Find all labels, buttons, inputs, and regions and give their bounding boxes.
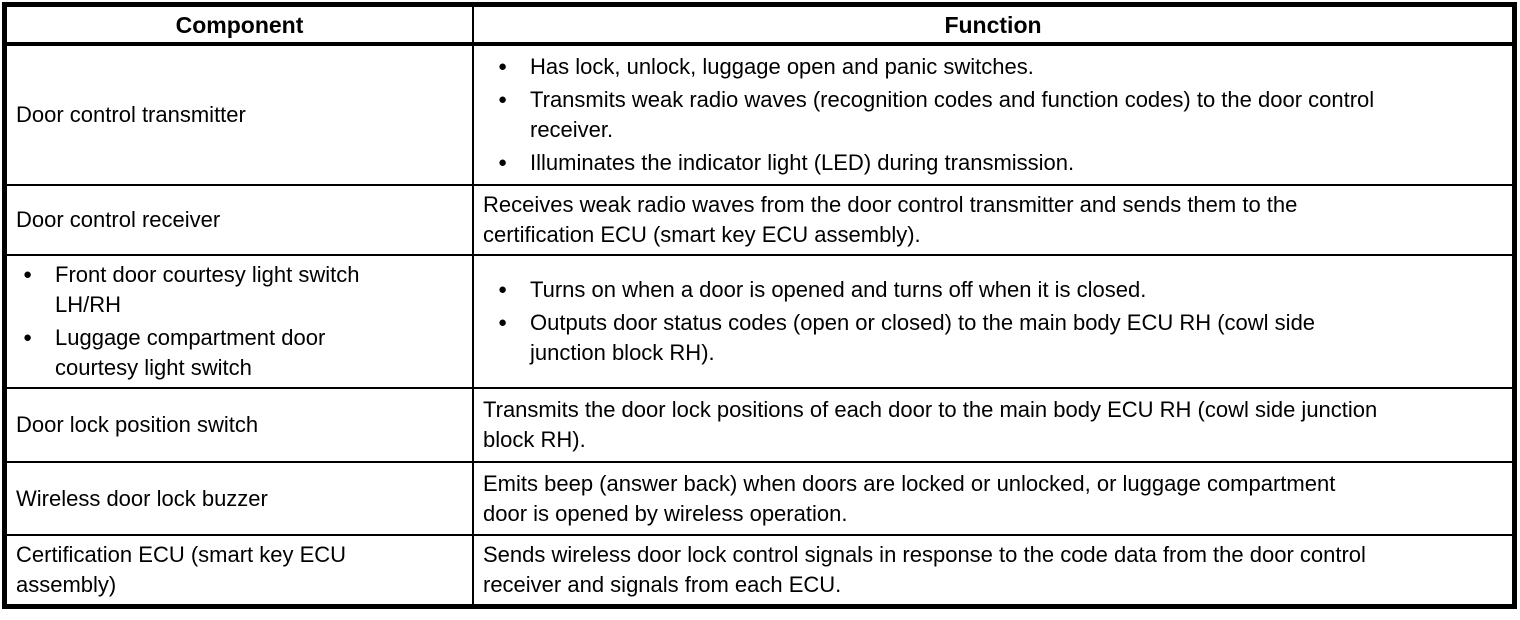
component-cell: Door control transmitter <box>7 46 474 184</box>
component-cell: Certification ECU (smart key ECU assembl… <box>7 536 474 604</box>
component-cell: Door control receiver <box>7 186 474 254</box>
component-bullet-text: Luggage compartment door courtesy light … <box>55 325 326 380</box>
function-bullet-text: Turns on when a door is opened and turns… <box>530 277 1147 302</box>
function-text: Emits beep (answer back) when doors are … <box>483 470 1336 526</box>
bullet-item: ● Outputs door status codes (open or clos… <box>498 308 1512 368</box>
bullet-icon: ● <box>23 329 33 346</box>
bullet-icon: ● <box>498 91 508 108</box>
function-cell: Emits beep (answer back) when doors are … <box>474 463 1512 534</box>
bullet-item: ● Luggage compartment door courtesy light… <box>23 323 472 383</box>
bullet-item: ● Has lock, unlock, luggage open and pani… <box>498 52 1512 82</box>
component-function-table: Component Function Door control transmit… <box>2 2 1517 609</box>
component-column-header: Component <box>7 7 474 42</box>
bullet-list: ● Has lock, unlock, luggage open and pani… <box>474 52 1512 178</box>
bullet-icon: ● <box>498 58 508 75</box>
component-cell: ●Front door courtesy light switch LH/RH●… <box>7 256 474 387</box>
table-body: Door control transmitter ● Has lock, unloc… <box>7 46 1512 604</box>
table-row: ●Front door courtesy light switch LH/RH●… <box>7 256 1512 389</box>
table-row: Door lock position switch Transmits the d… <box>7 389 1512 463</box>
component-cell: Door lock position switch <box>7 389 474 461</box>
component-text: Door lock position switch <box>16 412 259 437</box>
bullet-list: ● Turns on when a door is opened and turn… <box>474 275 1512 368</box>
bullet-item: ● Illuminates the indicator light (LED) d… <box>498 148 1512 178</box>
table-row: Door control transmitter ● Has lock, unloc… <box>7 46 1512 186</box>
component-cell: Wireless door lock buzzer <box>7 463 474 534</box>
function-bullet-text: Transmits weak radio waves (recognition … <box>530 87 1375 142</box>
bullet-icon: ● <box>498 281 508 298</box>
function-bullet-text: Illuminates the indicator light (LED) du… <box>530 150 1075 175</box>
component-text: Certification ECU (smart key ECU assembl… <box>16 542 347 597</box>
function-text: Transmits the door lock positions of eac… <box>483 397 1378 452</box>
component-text: Door control transmitter <box>16 102 246 127</box>
component-bullet-text: Front door courtesy light switch LH/RH <box>55 262 360 317</box>
table-header-row: Component Function <box>7 7 1512 46</box>
function-cell: ● Has lock, unlock, luggage open and pani… <box>474 46 1512 184</box>
bullet-item: ● Front door courtesy light switch LH/RH <box>23 260 472 320</box>
bullet-list: ●Front door courtesy light switch LH/RH●… <box>7 260 472 383</box>
component-text: Door control receiver <box>16 207 221 232</box>
function-text: Receives weak radio waves from the door … <box>483 192 1298 247</box>
function-bullet-text: Has lock, unlock, luggage open and panic… <box>530 54 1034 79</box>
function-text: Sends wireless door lock control signals… <box>483 542 1366 597</box>
bullet-item: ● Turns on when a door is opened and turn… <box>498 275 1512 305</box>
function-cell: Receives weak radio waves from the door … <box>474 186 1512 254</box>
function-column-header: Function <box>944 11 1042 38</box>
function-cell: ● Turns on when a door is opened and turn… <box>474 256 1512 387</box>
function-cell: Sends wireless door lock control signals… <box>474 536 1512 604</box>
function-bullet-text: Outputs door status codes (open or close… <box>530 310 1316 365</box>
table-row: Door control receiver Receives weak radio… <box>7 186 1512 256</box>
function-cell: Transmits the door lock positions of eac… <box>474 389 1512 461</box>
bullet-icon: ● <box>498 314 508 331</box>
table-row: Certification ECU (smart key ECU assembl… <box>7 536 1512 604</box>
bullet-item: ● Transmits weak radio waves (recognition… <box>498 85 1512 145</box>
table-row: Wireless door lock buzzer Emits beep (ans… <box>7 463 1512 536</box>
bullet-icon: ● <box>23 266 33 283</box>
bullet-icon: ● <box>498 154 508 171</box>
component-text: Wireless door lock buzzer <box>16 485 268 511</box>
